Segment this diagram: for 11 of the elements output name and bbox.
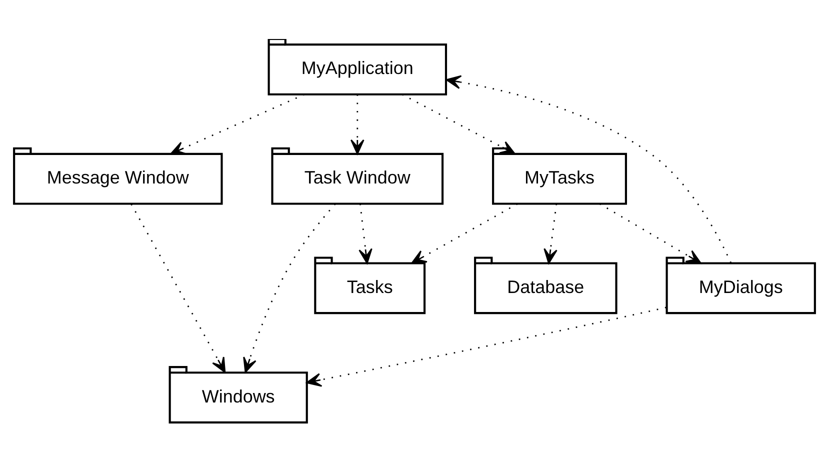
arrow: [306, 306, 666, 386]
arrow: [130, 203, 226, 372]
arrow: [243, 202, 336, 372]
arrow: [411, 202, 518, 264]
arrow: [170, 93, 305, 154]
arrow: [446, 74, 732, 263]
arrow: [358, 203, 372, 264]
arrow: [544, 203, 558, 264]
arrow: [599, 202, 702, 264]
arrow: [402, 93, 516, 154]
arrow: [350, 94, 364, 154]
